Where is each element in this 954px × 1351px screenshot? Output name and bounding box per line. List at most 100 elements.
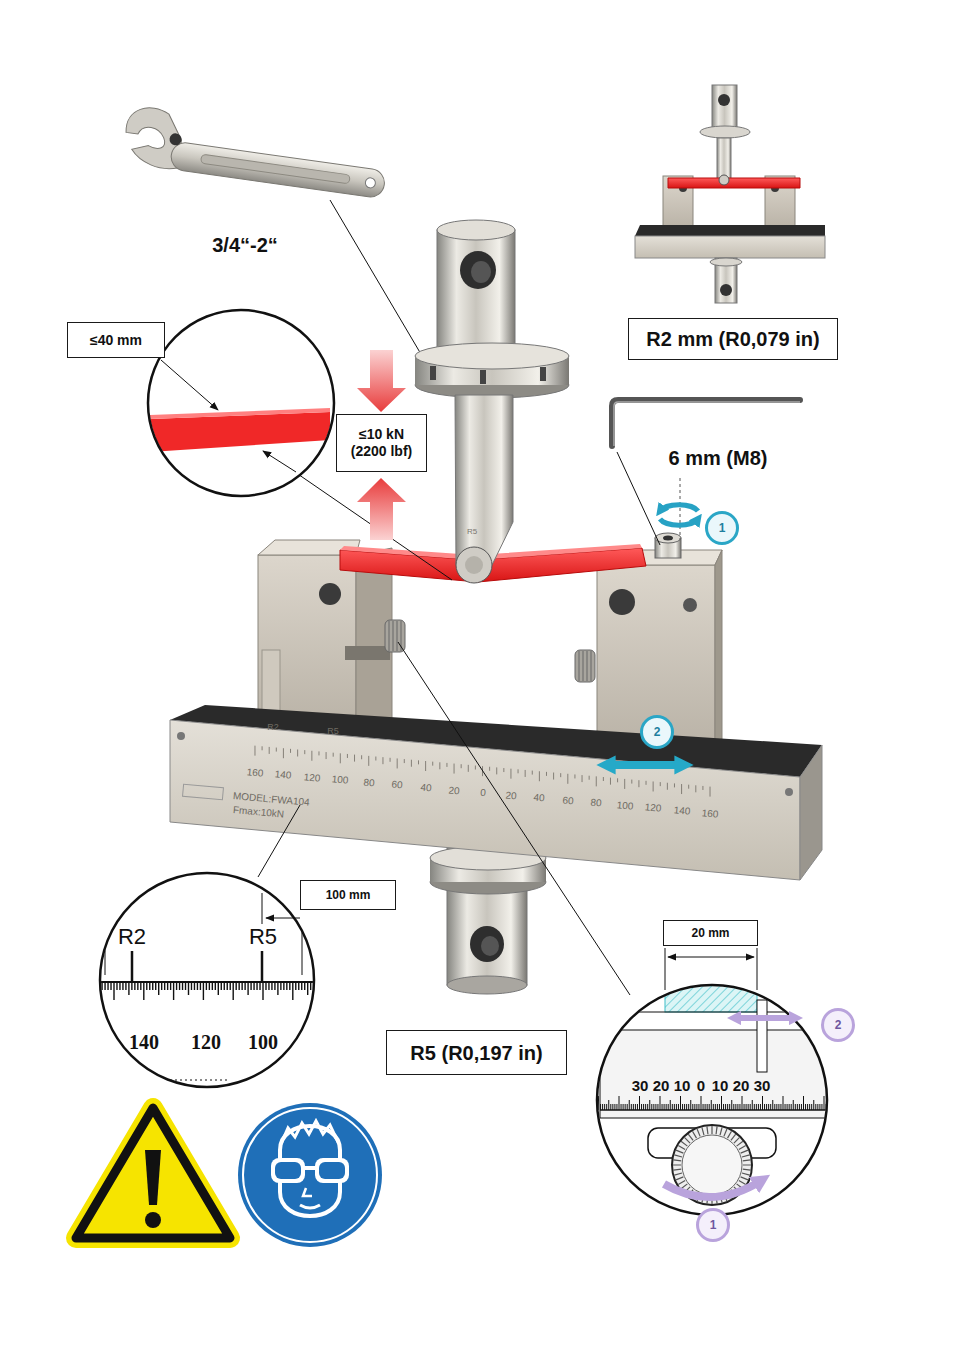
- magnifier-slider: [682, 1135, 742, 1195]
- magnifier-scale: [295, 982, 296, 990]
- magnifier-scale: [119, 982, 120, 990]
- magnifier-scale: [51, 982, 52, 990]
- magnifier-slider: [748, 1104, 749, 1110]
- punch: [455, 395, 513, 565]
- magnifier-scale: [382, 982, 383, 1000]
- magnifier-scale: [331, 982, 332, 990]
- magnifier-slider: [616, 1104, 617, 1110]
- magnifier-slider: [647, 1104, 648, 1110]
- left-support: [345, 646, 390, 660]
- magnifier-scale: [364, 982, 365, 990]
- scale-number: 120: [191, 1032, 221, 1052]
- scale-mark: R2: [267, 723, 279, 732]
- magnifier-slider: [787, 1104, 788, 1110]
- magnifier-slider: [731, 1134, 736, 1140]
- inset-fixture: [712, 85, 737, 130]
- magnifier-scale: [179, 982, 180, 990]
- magnifier-scale: [42, 982, 43, 990]
- scale-ticks: [688, 785, 689, 789]
- magnifier-slider: [668, 957, 754, 958]
- scale-ticks: [638, 780, 639, 787]
- scale-ticks: [667, 783, 668, 790]
- magnifier-scale: [340, 982, 341, 990]
- hook-spanner: [365, 177, 376, 188]
- magnifier-slider: [723, 1104, 724, 1110]
- magnifier-scale: [235, 982, 236, 990]
- scale-number: 30: [632, 1078, 649, 1093]
- magnifier-slider: [602, 1104, 603, 1110]
- inset-fixture: [710, 258, 742, 266]
- scale-number: 100: [248, 1032, 278, 1052]
- base-rail: [170, 720, 800, 880]
- magnifier-slider: [739, 1146, 746, 1150]
- magnifier-scale: [355, 982, 356, 990]
- magnifier-slider: [746, 1104, 747, 1110]
- scale-ticks: [653, 781, 654, 791]
- scale-ticks: [660, 782, 661, 786]
- magnifier-scale: [334, 982, 335, 990]
- inset-fixture: [720, 284, 732, 296]
- magnifier-slider: [734, 1137, 740, 1143]
- magnifier-slider: [830, 1104, 831, 1110]
- magnifier-slider: [657, 1104, 658, 1110]
- callout-circle: [823, 1010, 854, 1041]
- magnifier-scale: [100, 873, 314, 1087]
- scale-ticks: [454, 764, 455, 774]
- part-marking: R5: [467, 528, 477, 536]
- magnifier-scale: [265, 982, 266, 990]
- magnifier-scale: [12, 982, 13, 990]
- callout-number: 2: [835, 1018, 842, 1032]
- magnifier-slider: [681, 1141, 687, 1146]
- magnifier-scale: [262, 982, 263, 1000]
- magnifier-scale: [140, 982, 141, 990]
- magnifier-slider: [811, 1104, 812, 1110]
- base-rail: [183, 784, 224, 800]
- magnifier-scale: [128, 982, 129, 995]
- right-support: [587, 651, 588, 681]
- inset-fixture: [635, 236, 825, 258]
- magnifier-scale: [325, 982, 326, 990]
- goggles-sign: [319, 1162, 345, 1179]
- scale-ticks: [574, 774, 575, 778]
- magnifier-scale: [212, 982, 213, 990]
- scale-ticks: [318, 751, 319, 755]
- magnifier-scale: [122, 982, 123, 990]
- magnifier-slider: [641, 1104, 642, 1110]
- punch: [456, 547, 492, 583]
- upper-coupling: [480, 370, 486, 384]
- leader-line: [330, 200, 428, 366]
- force-box: ≤10 kN (2200 lbf): [336, 414, 427, 472]
- magnifier-slider: [672, 1104, 673, 1110]
- magnifier-scale: [250, 982, 251, 990]
- magnifier-scale: [161, 982, 162, 990]
- force-arrow: [357, 478, 406, 540]
- goggles-sign: [238, 1103, 382, 1247]
- scale-number: 140: [129, 1032, 159, 1052]
- scale-number: 80: [590, 798, 602, 809]
- scale-number: 0: [479, 788, 485, 798]
- scale-ticks: [361, 755, 362, 759]
- magnifier-slider: [795, 1104, 796, 1110]
- scale-ticks: [525, 770, 526, 777]
- goggles-sign: [271, 1158, 305, 1183]
- scale-ticks: [368, 756, 369, 766]
- right-support: [715, 550, 722, 762]
- scale-ticks: [553, 773, 554, 780]
- magnifier-slider: [637, 1104, 638, 1110]
- magnifier-scale: [266, 918, 300, 919]
- magnifier-slider: [725, 1104, 726, 1110]
- scale-ticks: [333, 753, 334, 757]
- magnifier-scale: [408, 982, 409, 990]
- magnifier-slider: [619, 1096, 620, 1110]
- clamp-screw: [655, 533, 681, 558]
- magnifier-scale: [152, 982, 153, 990]
- right-support: [591, 651, 592, 681]
- magnifier-slider: [684, 1104, 685, 1110]
- leader-line: [398, 642, 630, 995]
- magnifier-slider: [737, 1104, 738, 1110]
- magnifier-slider: [815, 1104, 816, 1110]
- magnifier-slider: [645, 1104, 646, 1110]
- magnifier-slider: [643, 1104, 644, 1110]
- leader-line: [617, 452, 660, 545]
- magnifier-slider: [590, 1012, 840, 1013]
